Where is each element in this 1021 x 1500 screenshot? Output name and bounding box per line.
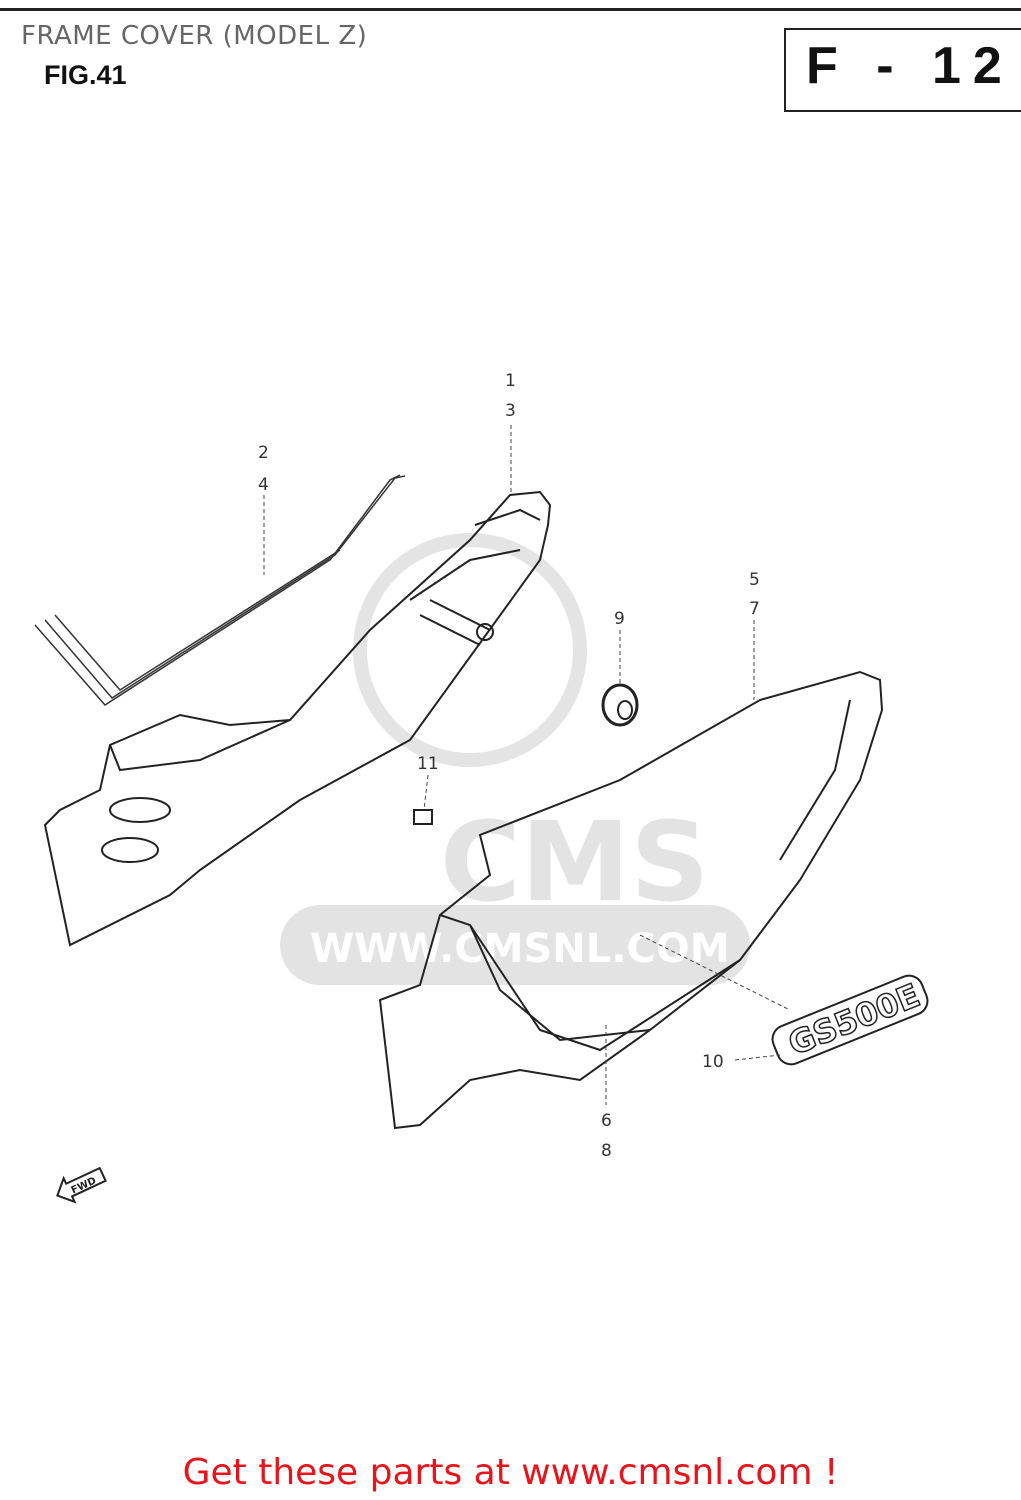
watermark-banner <box>280 905 750 985</box>
diagram-title: FRAME COVER (MODEL Z) <box>21 21 368 51</box>
right-frame-cover <box>378 670 884 1130</box>
watermark-logo: CMS <box>440 798 709 926</box>
callout-3: 3 <box>505 401 516 421</box>
callout-11: 11 <box>417 754 439 774</box>
callout-4: 4 <box>258 475 269 495</box>
top-rule <box>0 8 1021 11</box>
grommet <box>601 683 639 727</box>
watermark-ring <box>353 533 587 767</box>
callout-1: 1 <box>505 371 516 391</box>
callout-9: 9 <box>614 609 625 629</box>
footer-link[interactable]: Get these parts at www.cmsnl.com ! <box>182 1452 839 1493</box>
callout-6: 6 <box>601 1111 612 1131</box>
page-code: F - 12 <box>806 37 1014 95</box>
callout-2: 2 <box>258 443 269 463</box>
callout-10: 10 <box>702 1052 724 1072</box>
emblem-text: GS500E <box>783 976 925 1063</box>
callout-5: 5 <box>749 570 760 590</box>
clip <box>413 809 433 825</box>
watermark: CMS WWW.CMSNL.COM <box>280 533 750 985</box>
left-trim-strip <box>34 474 406 706</box>
left-frame-cover <box>43 490 552 947</box>
figure-number: FIG.41 <box>44 60 127 90</box>
gs500e-emblem: GS500E <box>771 974 929 1066</box>
callout-7: 7 <box>749 599 760 619</box>
page-code-box: F - 12 <box>784 28 1021 112</box>
callout-8: 8 <box>601 1141 612 1161</box>
fwd-arrow-icon: FWD <box>56 1166 107 1204</box>
watermark-url: WWW.CMSNL.COM <box>310 926 730 972</box>
leader-lines <box>263 425 791 1105</box>
